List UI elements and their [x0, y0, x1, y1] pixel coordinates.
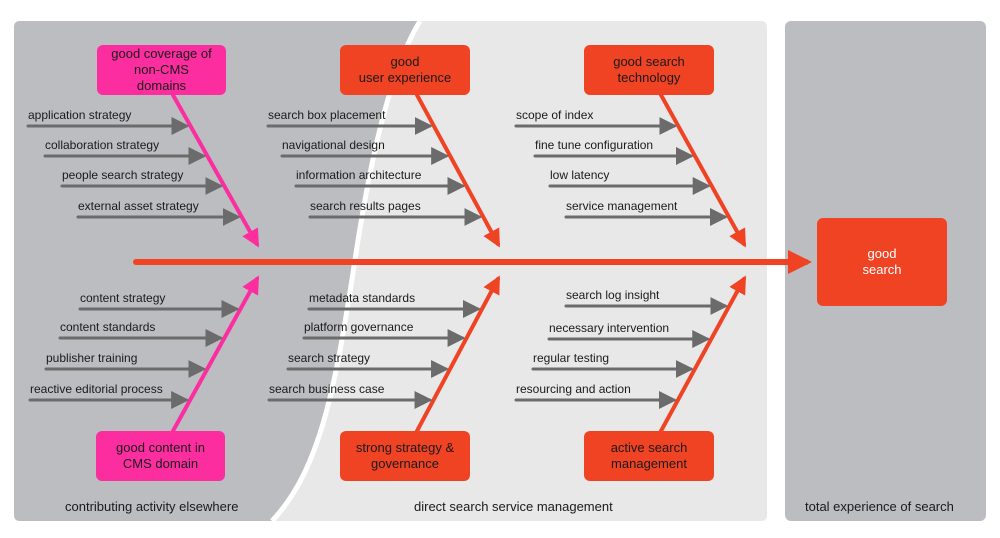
cause-label: resourcing and action — [516, 382, 631, 396]
cause-label: people search strategy — [62, 168, 184, 182]
region-label-total-experience: total experience of search — [805, 499, 954, 514]
cause-label: search results pages — [310, 199, 421, 213]
bone-arrow-non-cms — [171, 93, 259, 248]
effect-box-good-search: good search — [817, 218, 947, 306]
cause-label: information architecture — [296, 168, 422, 182]
cause-label: search business case — [269, 382, 385, 396]
category-box-strategy-governance: strong strategy & governance — [340, 431, 470, 481]
cause-label: platform governance — [304, 320, 414, 334]
cause-label: search box placement — [268, 108, 386, 122]
cause-label: reactive editorial process — [30, 382, 163, 396]
category-box-user-experience: good user experience — [340, 45, 470, 95]
cause-label: search strategy — [288, 351, 371, 365]
cause-label: navigational design — [282, 138, 385, 152]
category-box-search-technology: good search technology — [584, 45, 714, 95]
cause-label: regular testing — [533, 351, 610, 365]
category-box-cms-content: good content in CMS domain — [96, 431, 225, 481]
cause-label: content standards — [60, 320, 156, 334]
bone-arrow-search-technology — [659, 93, 746, 248]
cause-label: fine tune configuration — [535, 138, 654, 152]
cause-label: external asset strategy — [78, 199, 199, 213]
bone-arrow-search-management — [659, 275, 746, 433]
cause-label: low latency — [550, 168, 610, 182]
cause-label: publisher training — [46, 351, 138, 365]
cause-label: content strategy — [80, 291, 166, 305]
cause-label: search log insight — [566, 288, 660, 302]
cause-label: collaboration strategy — [45, 138, 160, 152]
bone-arrow-user-experience — [415, 93, 500, 248]
category-box-non-cms: good coverage of non-CMS domains — [97, 45, 226, 95]
region-label-direct-management: direct search service management — [414, 499, 613, 514]
cause-label: necessary intervention — [549, 321, 670, 335]
region-label-contributing: contributing activity elsewhere — [65, 499, 239, 514]
cause-label: application strategy — [28, 108, 132, 122]
bone-arrow-strategy-governance — [415, 275, 500, 433]
category-box-search-management: active search management — [584, 431, 714, 481]
cause-label: metadata standards — [309, 291, 416, 305]
bone-arrow-cms-content — [171, 275, 259, 433]
cause-label: scope of index — [516, 108, 594, 122]
cause-label: service management — [566, 199, 678, 213]
panel-contributing-elsewhere — [14, 21, 420, 521]
